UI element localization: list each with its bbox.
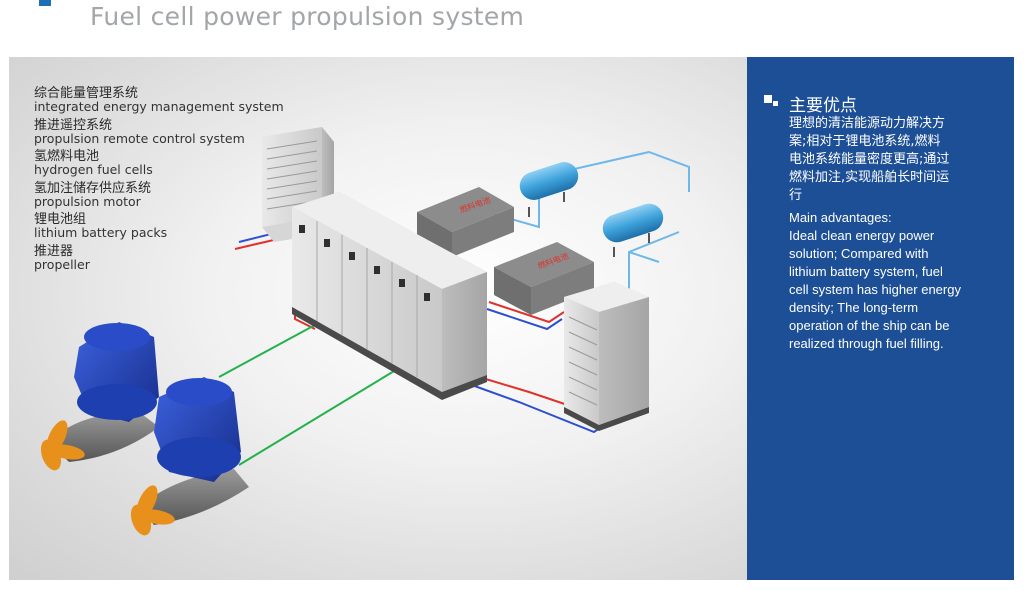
advantages-heading: 主要优点 xyxy=(789,96,857,116)
advantages-line-en: realized through fuel filling. xyxy=(789,336,944,351)
advantages-text-zh: 理想的清洁能源动力解决方 案;相对于锂电池系统,燃料 电池系统能量密度更高;通过… xyxy=(789,115,985,205)
diagram-illustration: 燃料电池 燃料电池 xyxy=(40,127,690,536)
propeller-1 xyxy=(40,420,85,471)
component-legend: 综合能量管理系统 integrated energy management sy… xyxy=(34,87,284,276)
fuel-cell-module-1: 燃料电池 xyxy=(417,187,514,257)
system-diagram: 燃料电池 燃料电池 xyxy=(9,57,747,580)
advantages-line-zh: 理想的清洁能源动力解决方 xyxy=(789,116,946,131)
advantages-line-en: Ideal clean energy power xyxy=(789,228,935,243)
legend-item: 锂电池组 lithium battery packs xyxy=(34,213,284,240)
propulsion-motor-1 xyxy=(40,322,159,471)
advantages-line-en: solution; Compared with xyxy=(789,246,929,261)
page-title: Fuel cell power propulsion system xyxy=(90,2,525,31)
advantages-line-en: density; The long-term xyxy=(789,300,919,315)
legend-label-zh: 推进遥控系统 xyxy=(34,117,113,133)
legend-label-zh: 综合能量管理系统 xyxy=(34,86,139,101)
legend-item: 推进器 propeller xyxy=(34,245,284,272)
advantages-line-zh: 案;相对于锂电池系统,燃料 xyxy=(789,134,941,149)
lithium-battery-cabinet xyxy=(564,282,649,431)
fuel-cell-module-2: 燃料电池 xyxy=(494,242,594,315)
advantages-line-zh: 电池系统能量密度更高;通过 xyxy=(789,152,950,167)
legend-label-zh: 氢加注储存供应系统 xyxy=(34,180,152,196)
hydrogen-tank-2 xyxy=(602,203,664,257)
advantages-line-en: cell system has higher energy xyxy=(789,282,961,297)
legend-item: 氢加注储存供应系统 propulsion motor xyxy=(34,182,284,209)
advantages-line-en: lithium battery system, fuel xyxy=(789,264,943,279)
legend-item: 推进遥控系统 propulsion remote control system xyxy=(34,119,284,146)
propeller-2 xyxy=(130,485,175,536)
bullet-icon xyxy=(764,95,778,107)
legend-label-en: propulsion remote control system xyxy=(34,130,245,146)
advantages-line-zh: 行 xyxy=(789,188,803,203)
legend-label-en: propeller xyxy=(34,256,90,272)
legend-item: 综合能量管理系统 integrated energy management sy… xyxy=(34,87,284,114)
advantages-line-zh: 燃料加注,实现船舶长时间运 xyxy=(789,170,950,185)
propulsion-control-cabinets xyxy=(292,192,487,400)
legend-label-en: propulsion motor xyxy=(34,193,141,209)
legend-label-en: integrated energy management system xyxy=(34,99,284,114)
hydrogen-tank-1 xyxy=(519,162,579,217)
title-accent-bar xyxy=(39,0,51,6)
legend-label-en: lithium battery packs xyxy=(34,225,168,240)
advantages-panel: 主要优点 理想的清洁能源动力解决方 案;相对于锂电池系统,燃料 电池系统能量密度… xyxy=(747,57,1014,580)
legend-label-en: hydrogen fuel cells xyxy=(34,162,153,177)
advantages-line-en: Main advantages: xyxy=(789,210,892,225)
legend-label-zh: 推进器 xyxy=(34,243,74,259)
advantages-text-en: Main advantages: Ideal clean energy powe… xyxy=(789,209,1009,353)
legend-item: 氢燃料电池 hydrogen fuel cells xyxy=(34,150,284,177)
advantages-line-en: operation of the ship can be xyxy=(789,318,950,333)
legend-label-zh: 锂电池组 xyxy=(34,212,87,227)
legend-label-zh: 氢燃料电池 xyxy=(34,149,100,164)
propulsion-motor-2 xyxy=(130,377,249,536)
